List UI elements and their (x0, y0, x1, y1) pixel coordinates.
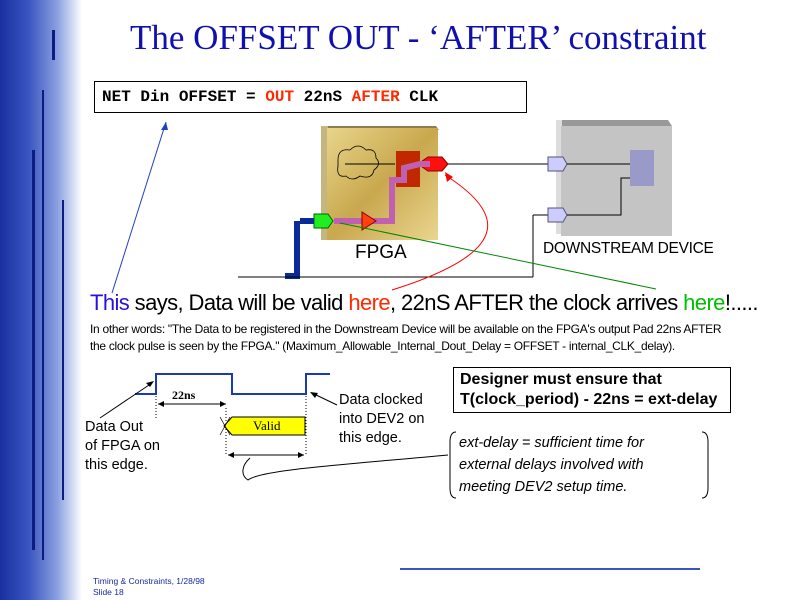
downstream-flipflop-icon (630, 150, 654, 186)
line: T(clock_period) - 22ns = ext-delay (460, 391, 718, 408)
pointer-arrow (111, 121, 167, 294)
text: says, Data will be valid (129, 290, 349, 315)
explanation-line-2: the clock pulse is seen by the FPGA." (M… (90, 339, 675, 353)
clock-input-pad-icon (313, 213, 334, 229)
explanation-line-1: In other words: "The Data to be register… (90, 322, 722, 336)
code-text: NET Din OFFSET = (102, 88, 266, 106)
text: !..... (724, 290, 759, 315)
line: Designer must ensure that (460, 371, 662, 388)
this-word: This (90, 290, 130, 315)
slide-number: Slide 18 (93, 587, 124, 597)
code-text: 22nS (294, 88, 352, 106)
code-text: CLK (399, 88, 439, 106)
text: , 22nS AFTER the clock arrives (389, 290, 684, 315)
code-out-keyword: OUT (265, 88, 295, 106)
downstream-device-label: DOWNSTREAM DEVICE (543, 240, 714, 257)
summary-sentence: This says, Data will be valid here, 22nS… (90, 290, 758, 316)
footer-title: Timing & Constraints, 1/28/98 (93, 576, 205, 586)
input-pad-icon (547, 156, 568, 172)
line: this edge. (339, 430, 402, 446)
line: meeting DEV2 setup time. (459, 479, 628, 495)
delay-label: 22ns (172, 388, 196, 402)
ext-delay-note: ext-delay = sufficient time for external … (459, 432, 644, 498)
note-pointer-arrow (242, 454, 449, 481)
clock-waveform (135, 373, 330, 395)
code-after-keyword: AFTER (351, 88, 400, 106)
line: into DEV2 on (339, 411, 425, 427)
clock-buffer-icon (361, 211, 377, 231)
downstream-device-block (556, 120, 672, 236)
note-bracket (449, 431, 709, 499)
green-pointer-arrow (339, 222, 657, 290)
here-green: here (683, 290, 725, 315)
line: external delays involved with (459, 457, 644, 473)
line: Data clocked (339, 392, 423, 408)
clock-pad-icon (547, 207, 568, 223)
valid-label: Valid (253, 418, 281, 433)
line: this edge. (85, 457, 148, 473)
data-out-label: Data Out of FPGA on this edge. (85, 418, 160, 475)
constraint-code: NET Din OFFSET = OUT 22nS AFTER CLK (94, 81, 527, 113)
line: Data Out (85, 419, 144, 435)
sidebar-decoration (0, 0, 82, 600)
fpga-label: FPGA (355, 242, 407, 263)
data-clocked-label: Data clocked into DEV2 on this edge. (339, 391, 424, 448)
red-pointer-arrow (391, 174, 489, 291)
slide-title: The OFFSET OUT - ‘AFTER’ constraint (130, 18, 707, 57)
line: ext-delay = sufficient time for (459, 435, 644, 451)
line: of FPGA on (85, 438, 160, 454)
valid-window (223, 416, 306, 436)
logic-cloud-icon (337, 145, 379, 180)
here-red: here (348, 290, 390, 315)
